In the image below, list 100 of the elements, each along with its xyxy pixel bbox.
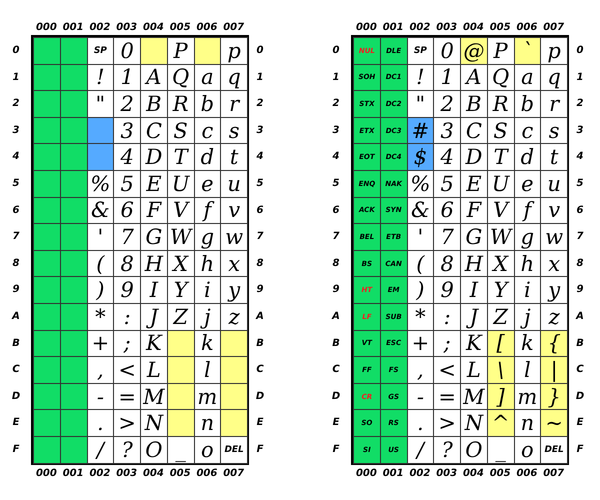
row-label: 5 bbox=[332, 178, 340, 190]
column-header: 003 bbox=[435, 22, 458, 34]
row-label: F bbox=[256, 444, 264, 456]
row-label: 5 bbox=[576, 178, 584, 190]
column-header: 002 bbox=[88, 22, 112, 34]
character-cell: p bbox=[540, 37, 568, 65]
column-header: 007 bbox=[542, 22, 566, 34]
row-label: 1 bbox=[12, 72, 20, 84]
row-label: A bbox=[10, 311, 21, 323]
row-label: D bbox=[10, 390, 22, 403]
row-label: 4 bbox=[12, 151, 20, 164]
column-header: 004 bbox=[462, 468, 485, 480]
row-label: 7 bbox=[12, 231, 20, 244]
row-label: D bbox=[330, 390, 342, 403]
row-label: 9 bbox=[576, 284, 584, 296]
row-label: 6 bbox=[12, 204, 20, 217]
row-label: 3 bbox=[256, 124, 264, 137]
row-label: F bbox=[332, 444, 340, 456]
column-header: 001 bbox=[62, 22, 85, 34]
column-header: 002 bbox=[408, 468, 432, 480]
row-label: 4 bbox=[332, 151, 340, 164]
row-label: E bbox=[12, 417, 20, 430]
row-label: D bbox=[254, 390, 266, 403]
character-cell: ~ bbox=[540, 409, 568, 437]
row-label: 8 bbox=[576, 258, 584, 270]
row-label: 7 bbox=[332, 231, 340, 244]
row-label: C bbox=[331, 364, 341, 376]
column-header: 006 bbox=[515, 468, 538, 480]
column-header: 005 bbox=[488, 468, 512, 480]
row-label: F bbox=[12, 444, 20, 456]
row-label: A bbox=[330, 311, 341, 323]
row-label: C bbox=[11, 364, 21, 376]
column-header: 001 bbox=[62, 468, 85, 480]
column-header: 001 bbox=[382, 22, 405, 34]
character-cell: \ bbox=[486, 356, 514, 384]
row-label: 1 bbox=[256, 72, 264, 84]
row-label: 5 bbox=[256, 178, 264, 190]
row-label: 6 bbox=[576, 204, 584, 217]
row-label: 8 bbox=[256, 258, 264, 270]
column-header: 003 bbox=[435, 468, 458, 480]
character-cell: { bbox=[540, 330, 568, 358]
row-label: 0 bbox=[12, 45, 20, 57]
column-header: 003 bbox=[115, 468, 138, 480]
row-label: 4 bbox=[576, 151, 584, 164]
row-label: F bbox=[576, 444, 584, 456]
column-header: 001 bbox=[382, 468, 405, 480]
row-label: 2 bbox=[332, 98, 340, 110]
row-label: 0 bbox=[576, 45, 584, 57]
row-label: 1 bbox=[332, 72, 340, 84]
row-label: C bbox=[255, 364, 265, 376]
row-label: 6 bbox=[256, 204, 264, 217]
row-label: B bbox=[575, 338, 585, 350]
row-label: 9 bbox=[256, 284, 264, 296]
column-header: 006 bbox=[195, 468, 218, 480]
row-label: 1 bbox=[576, 72, 584, 84]
character-cell: DEL bbox=[220, 436, 248, 464]
row-label: 4 bbox=[256, 151, 264, 164]
row-label: 9 bbox=[12, 284, 20, 296]
column-header: 006 bbox=[515, 22, 538, 34]
row-label: 8 bbox=[332, 258, 340, 270]
column-header: 007 bbox=[542, 468, 566, 480]
row-label: A bbox=[574, 311, 585, 323]
row-label: C bbox=[575, 364, 585, 376]
row-label: 5 bbox=[12, 178, 20, 190]
row-label: 2 bbox=[256, 98, 264, 110]
row-label: 0 bbox=[256, 45, 264, 57]
column-header: 000 bbox=[34, 22, 58, 34]
column-header: 004 bbox=[462, 22, 485, 34]
character-cell: DEL bbox=[540, 436, 568, 464]
column-header: 000 bbox=[354, 468, 378, 480]
column-header: 002 bbox=[88, 468, 112, 480]
character-cell: @ bbox=[460, 37, 488, 65]
row-label: E bbox=[332, 417, 340, 430]
character-cell: } bbox=[540, 382, 568, 410]
row-label: 7 bbox=[576, 231, 584, 244]
row-label: D bbox=[574, 390, 586, 403]
character-cell: ^ bbox=[486, 409, 514, 437]
column-header: 002 bbox=[408, 22, 432, 34]
row-label: B bbox=[11, 338, 21, 350]
column-header: 003 bbox=[115, 22, 138, 34]
character-cell: | bbox=[540, 356, 568, 384]
row-label: B bbox=[255, 338, 265, 350]
column-header: 004 bbox=[142, 22, 165, 34]
row-label: B bbox=[331, 338, 341, 350]
row-label: A bbox=[254, 311, 265, 323]
row-label: 6 bbox=[332, 204, 340, 217]
character-cell: p bbox=[220, 37, 248, 65]
row-label: 2 bbox=[12, 98, 20, 110]
row-label: 3 bbox=[12, 124, 20, 137]
row-label: 7 bbox=[256, 231, 264, 244]
row-label: E bbox=[576, 417, 584, 430]
column-header: 005 bbox=[488, 22, 512, 34]
row-label: 3 bbox=[576, 124, 584, 137]
row-label: 9 bbox=[332, 284, 340, 296]
row-label: 0 bbox=[332, 45, 340, 57]
column-header: 000 bbox=[34, 468, 58, 480]
row-label: 3 bbox=[332, 124, 340, 137]
column-header: 006 bbox=[195, 22, 218, 34]
row-label: E bbox=[256, 417, 264, 430]
column-header: 000 bbox=[354, 22, 378, 34]
